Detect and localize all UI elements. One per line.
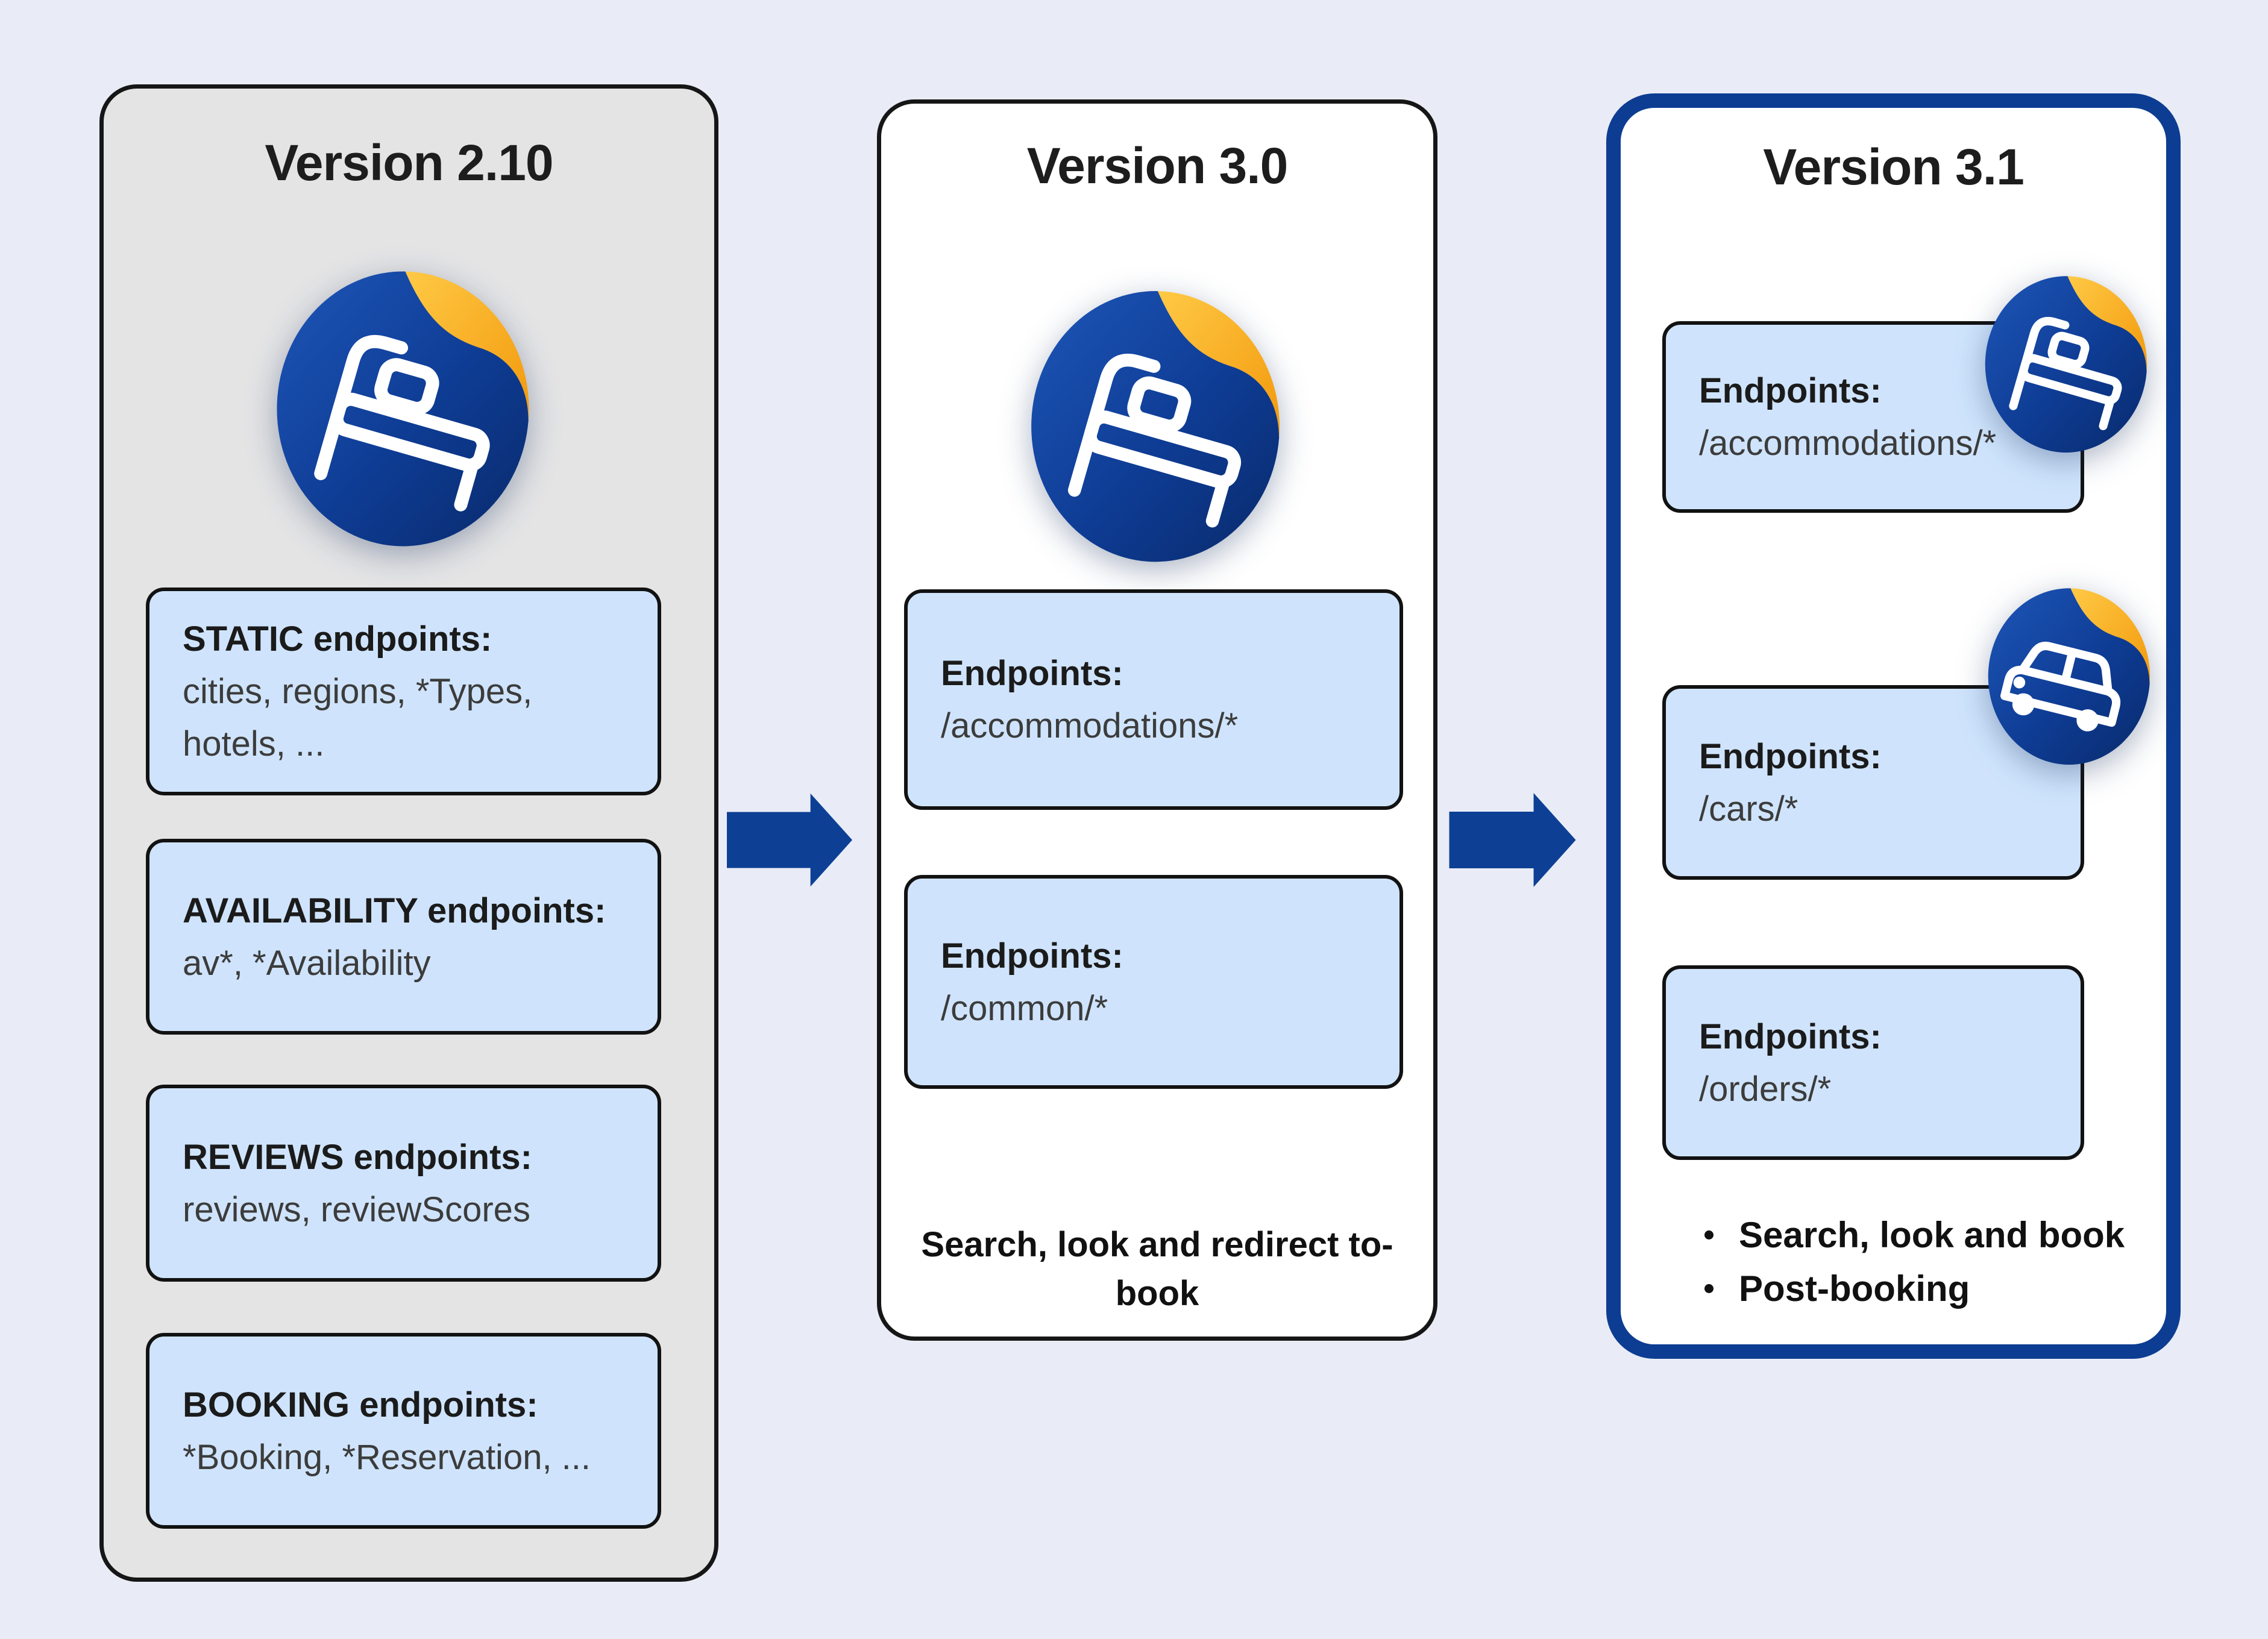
box-body: /accommodations/* — [1699, 424, 1997, 463]
bullet-dot-icon — [1704, 1230, 1714, 1239]
box-body: av*, *Availability — [183, 943, 431, 983]
panel-title-version-3-1: Version 3.1 — [1763, 139, 2025, 195]
arrow-right-icon — [1448, 793, 1577, 887]
bullet-list: Search, look and book Post-booking — [1704, 1214, 2125, 1309]
box-body: cities, regions, *Types, hotels, ... — [183, 672, 533, 763]
box-heading: BOOKING endpoints: — [183, 1385, 538, 1424]
panel-title-version-2-10: Version 2.10 — [265, 134, 553, 191]
car-sticker-icon — [1979, 577, 2163, 768]
endpoint-box-common: Endpoints: /common/* — [904, 875, 1403, 1089]
box-heading: Endpoints: — [1699, 736, 1882, 776]
endpoint-box-reviews: REVIEWS endpoints: reviews, reviewScores — [146, 1085, 661, 1282]
box-heading: REVIEWS endpoints: — [183, 1137, 532, 1177]
endpoint-box-accommodations: Endpoints: /accommodations/* — [904, 589, 1403, 810]
endpoint-box-availability: AVAILABILITY endpoints: av*, *Availabili… — [146, 839, 661, 1035]
bullet-item: Search, look and book — [1704, 1214, 2125, 1256]
bullet-item: Post-booking — [1704, 1268, 2125, 1309]
box-body: /accommodations/* — [941, 706, 1239, 745]
endpoint-box-static: STATIC endpoints: cities, regions, *Type… — [146, 588, 661, 795]
endpoint-box-booking: BOOKING endpoints: *Booking, *Reservatio… — [146, 1333, 661, 1529]
arrow-right-icon — [727, 793, 852, 887]
box-heading: STATIC endpoints: — [183, 619, 492, 659]
box-body: /common/* — [941, 988, 1108, 1028]
bed-sticker-icon — [1976, 265, 2160, 456]
bed-sticker-icon — [1017, 274, 1299, 568]
box-heading: AVAILABILITY endpoints: — [183, 891, 606, 930]
bullet-label: Search, look and book — [1739, 1215, 2125, 1255]
panel-title-version-3-0: Version 3.0 — [1026, 137, 1289, 194]
box-body: *Booking, *Reservation, ... — [183, 1437, 591, 1477]
bullet-label: Post-booking — [1739, 1268, 1970, 1309]
box-heading: Endpoints: — [941, 654, 1123, 693]
bed-sticker-icon — [262, 254, 548, 552]
box-body: reviews, reviewScores — [183, 1189, 530, 1229]
endpoint-box-orders: Endpoints: /orders/* — [1662, 965, 2084, 1160]
box-heading: Endpoints: — [1699, 1017, 1882, 1056]
panel-footer-note: Search, look and redirect to-book — [921, 1225, 1393, 1314]
box-body: /cars/* — [1699, 789, 1798, 829]
box-heading: Endpoints: — [941, 936, 1123, 976]
box-body: /orders/* — [1699, 1069, 1832, 1109]
box-heading: Endpoints: — [1699, 371, 1882, 410]
bullet-dot-icon — [1704, 1284, 1714, 1293]
